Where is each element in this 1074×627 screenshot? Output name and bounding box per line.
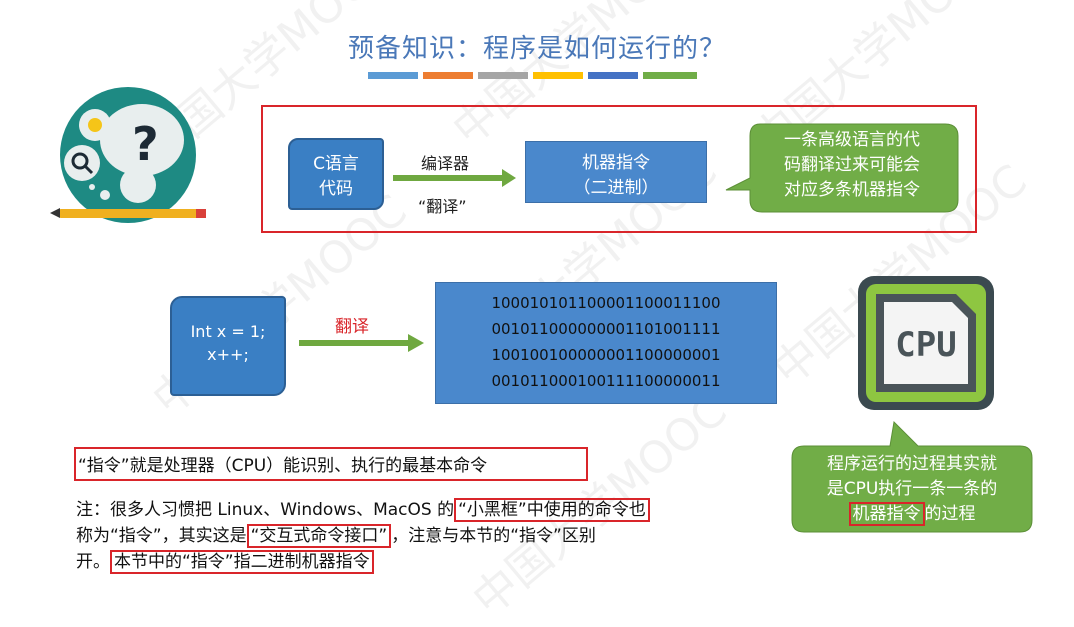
slide-title: 预备知识：程序是如何运行的？ — [347, 34, 726, 64]
compile-arrow — [393, 175, 503, 181]
c-source-label: C语言 — [313, 154, 359, 174]
title-underline-segment — [588, 72, 638, 79]
thinking-question-icon: ? — [50, 87, 206, 223]
code-line: x++; — [207, 345, 249, 364]
cpu-callout-shape — [791, 420, 1033, 533]
translate-arrow-label: 翻译 — [335, 317, 369, 337]
translation-overview-box — [261, 105, 977, 233]
title-underline-segment — [368, 72, 418, 79]
note-highlight: 本节中的“指令”指二进制机器指令 — [110, 550, 374, 574]
note-paragraph: 注：很多人习惯把 Linux、Windows、MacOS 的“小黑框”中使用的命… — [76, 497, 766, 575]
binary-line: 001011000100111100000011 — [491, 372, 721, 390]
cpu-chip-icon: CPU — [858, 276, 994, 410]
compile-arrow-head — [502, 169, 516, 187]
callout-shape — [725, 123, 959, 213]
svg-text:?: ? — [132, 117, 159, 171]
cpu-callout-text: 程序运行的过程其实就 是CPU执行一条一条的 机器指令的过程 — [826, 454, 998, 526]
c-source-scroll: C语言 代码 — [288, 138, 384, 210]
machine-instruction-label: 机器指令 — [582, 153, 650, 173]
svg-text:CPU: CPU — [895, 325, 956, 365]
source-code-scroll: Int x = 1; x++; — [170, 296, 286, 396]
binary-line: 001011000000001101001111 — [491, 320, 721, 338]
translate-arrow-head — [408, 334, 424, 352]
instruction-definition: “指令”就是处理器（CPU）能识别、执行的最基本命令 — [78, 456, 488, 476]
callout-text: 一条高级语言的代 码翻译过来可能会 对应多条机器指令 — [784, 130, 920, 200]
title-underline-segment — [423, 72, 473, 79]
title-underline-segment — [643, 72, 697, 79]
note-highlight: “交互式命令接口” — [246, 524, 392, 548]
title-underline-segment — [533, 72, 583, 79]
definition-highlight-box — [74, 447, 588, 481]
c-source-label: 代码 — [319, 179, 353, 199]
note-highlight: “小黑框”中使用的命令也 — [454, 498, 650, 522]
code-line: Int x = 1; — [190, 322, 266, 341]
binary-line: 100100100000001100000001 — [491, 346, 721, 364]
binary-line: 10001010110000110001110​0 — [491, 294, 721, 312]
translate-label: “翻译” — [418, 197, 467, 216]
compiler-label: 编译器 — [421, 154, 470, 173]
translate-arrow — [299, 340, 409, 346]
machine-instruction-box: 机器指令 （二进制） — [525, 141, 707, 203]
machine-instruction-sublabel: （二进制） — [573, 178, 659, 198]
binary-code-box: 10001010110000110001110​0 00101100000000… — [435, 282, 777, 404]
title-underline-segment — [478, 72, 528, 79]
machine-instruction-highlight: 机器指令 — [848, 502, 925, 526]
